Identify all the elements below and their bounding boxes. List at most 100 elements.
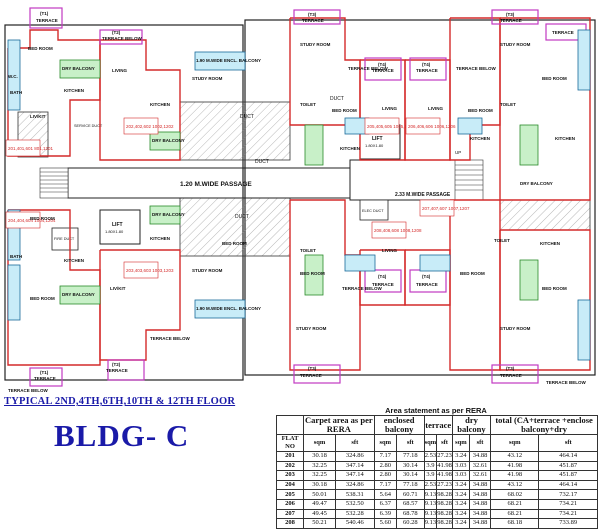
svg-text:TOILET: TOILET	[500, 102, 516, 107]
svg-text:ELEC DUCT: ELEC DUCT	[362, 209, 384, 213]
unit-sft: sft	[468, 434, 492, 452]
table-cell: 41.98	[436, 470, 453, 481]
table-cell: 3.9	[423, 470, 438, 481]
table-cell: 347.14	[335, 460, 375, 472]
svg-text:TOILET: TOILET	[300, 248, 316, 253]
elec-duct: ELEC DUCT	[359, 199, 389, 221]
flat-number-cell: 202	[276, 460, 304, 472]
svg-text:(T4): (T4)	[378, 274, 387, 279]
dry-balconies	[59, 59, 539, 305]
svg-text:BED ROOM: BED ROOM	[542, 286, 567, 291]
col-enclosed-balcony: enclosed balcony	[373, 415, 425, 435]
col-dry-balcony: dry balcony	[451, 415, 492, 435]
table-cell: 3.24	[451, 498, 470, 510]
svg-text:TERRACE: TERRACE	[106, 368, 128, 373]
svg-text:TERRACE: TERRACE	[416, 68, 438, 73]
table-cell: 324.86	[335, 451, 375, 462]
flat-tag-206: 206,406,606 1006,1206	[408, 124, 456, 129]
svg-text:BED ROOM: BED ROOM	[332, 108, 357, 113]
svg-text:1.80X1.80: 1.80X1.80	[365, 143, 384, 148]
table-cell: 41.98	[490, 460, 540, 472]
fire-duct: FIRE DUCT	[51, 227, 79, 251]
table-cell: 5.64	[373, 489, 397, 500]
table-cell: 27.23	[436, 479, 453, 491]
table-cell: 2.53	[423, 451, 438, 462]
table-cell: 734.21	[538, 508, 598, 520]
flat-number-cell: 203	[276, 470, 304, 481]
building-title: BLDG- C	[54, 418, 190, 453]
table-cell: 32.61	[468, 460, 492, 472]
table-cell: 2.80	[373, 470, 397, 481]
table-cell: 68.18	[490, 518, 540, 529]
flat-tag-203: 203,403,603 1003,1203	[126, 268, 174, 273]
unit-sqm: sqm	[490, 434, 540, 452]
svg-text:BATH: BATH	[10, 90, 22, 95]
table-cell: 34.88	[468, 489, 492, 500]
table-cell: 733.89	[538, 518, 598, 529]
table-cell: 3.03	[451, 470, 470, 481]
svg-text:KITCHEN: KITCHEN	[150, 102, 170, 107]
svg-text:LIVING: LIVING	[428, 106, 444, 111]
table-cell: 98.28	[436, 508, 453, 520]
table-cell: 9.13	[423, 498, 438, 510]
table-cell: 32.25	[303, 460, 336, 472]
flat-tag-208: 208,408,608 1008,1208	[374, 228, 422, 233]
flat-tag-204: 204,404,604 1004,1204	[8, 218, 56, 223]
table-cell: 5.60	[373, 518, 397, 529]
table-cell: 6.37	[373, 498, 397, 510]
svg-text:TERRACE: TERRACE	[36, 18, 58, 23]
svg-text:KITCHEN: KITCHEN	[340, 146, 360, 151]
table-cell: 41.98	[490, 470, 540, 481]
svg-text:TOILET: TOILET	[494, 238, 510, 243]
svg-text:(T3): (T3)	[308, 12, 317, 17]
col-flat-no: FLAT NO	[276, 434, 304, 452]
flat-tag-207: 207,407,607 1007,1207	[422, 206, 470, 211]
svg-text:BED ROOM: BED ROOM	[30, 216, 55, 221]
svg-text:BED ROOM: BED ROOM	[468, 108, 493, 113]
svg-text:(T2): (T2)	[112, 362, 121, 367]
unit-sqm: sqm	[451, 434, 470, 452]
svg-text:(T2): (T2)	[112, 30, 121, 35]
table-cell: 734.21	[538, 498, 598, 510]
svg-text:STUDY ROOM: STUDY ROOM	[500, 42, 531, 47]
table-cell: 98.28	[436, 498, 453, 510]
svg-text:LIV/KIT: LIV/KIT	[30, 114, 46, 119]
up-label: UP	[455, 150, 461, 155]
svg-text:BED ROOM: BED ROOM	[300, 271, 325, 276]
staircase-left	[39, 167, 69, 199]
svg-text:KITCHEN: KITCHEN	[540, 241, 560, 246]
table-cell: 68.57	[395, 498, 425, 510]
staircase-right	[454, 159, 484, 201]
svg-text:DRY BALCONY: DRY BALCONY	[152, 212, 185, 217]
svg-text:KITCHEN: KITCHEN	[470, 136, 490, 141]
passage-left-label: 1.20 M.WIDE PASSAGE	[180, 181, 252, 188]
service-duct: SERVICE DUCT	[74, 124, 103, 128]
passage-right-label: 2.33 M.WIDE PASSAGE	[395, 192, 451, 198]
table-unit-header: FLAT NO sqm sft sqm sft sqm sft sqm sft …	[276, 434, 598, 452]
svg-text:TERRACE: TERRACE	[300, 373, 322, 378]
svg-text:BATH: BATH	[10, 254, 22, 259]
svg-text:TERRACE BELOW: TERRACE BELOW	[150, 336, 191, 341]
svg-text:1.80X1.80: 1.80X1.80	[105, 229, 124, 234]
table-cell: 732.17	[538, 489, 598, 500]
room-labels: (T1) TERRACE BED ROOM DRY BALCONY LIVING…	[8, 11, 587, 393]
duct-label-2: DUCT	[255, 159, 269, 165]
svg-text:TERRACE: TERRACE	[500, 18, 522, 23]
svg-text:TERRACE: TERRACE	[552, 30, 574, 35]
table-cell: 451.87	[538, 460, 598, 472]
table-cell: 2.80	[373, 460, 397, 472]
svg-text:STUDY ROOM: STUDY ROOM	[500, 326, 531, 331]
svg-text:TERRACE: TERRACE	[302, 18, 324, 23]
table-cell: 32.25	[303, 470, 336, 481]
table-cell: 324.86	[335, 479, 375, 491]
flat-number-cell: 207	[276, 508, 304, 520]
table-cell: 60.28	[395, 518, 425, 529]
svg-text:LIVING: LIVING	[382, 248, 398, 253]
svg-text:BED ROOM: BED ROOM	[30, 296, 55, 301]
svg-text:LIFT: LIFT	[112, 222, 123, 228]
